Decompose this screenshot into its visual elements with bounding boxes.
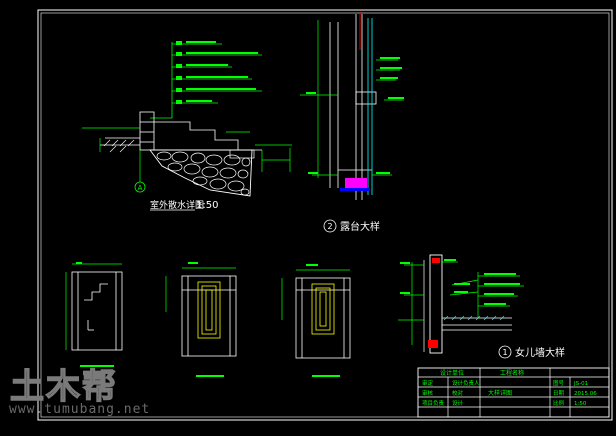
balcony-waterproof <box>345 178 367 188</box>
parapet-detail-title: 女儿墙大样 <box>515 346 565 359</box>
balcony-structure <box>329 14 377 200</box>
title-block-row-key: 项目负责 <box>422 399 445 407</box>
title-block-row-value: 设计 <box>452 399 464 407</box>
title-block-row-value: 校对 <box>452 389 464 397</box>
watermark-url: www.tumubang.net <box>9 402 151 417</box>
title-block <box>417 367 610 418</box>
apron-annotation-list <box>150 42 262 119</box>
apron-gutter <box>229 149 255 159</box>
apron-dimensions <box>82 127 292 172</box>
panel-detail-right <box>281 264 351 377</box>
axis-marker <box>134 181 146 193</box>
title-block-row-value: 设计负责人 <box>452 379 480 387</box>
title-block-project: 工程名称 <box>500 369 524 377</box>
title-block-fields: 图号 JS-01 日期 2015.06 比例 1:50 <box>553 379 597 407</box>
balcony-detail-marker <box>323 219 337 233</box>
title-block-header: 设计单位 <box>440 369 464 377</box>
parapet-detail-number: 1 <box>502 348 507 357</box>
parapet-detail: 1 女儿墙大样 <box>398 254 565 359</box>
exterior-apron-detail: A 室外散水详图 1:50 <box>82 41 292 211</box>
title-block-field-key: 比例 <box>553 399 565 407</box>
panel-detail-middle <box>165 262 237 377</box>
apron-soil-hatch <box>103 139 135 153</box>
title-block-row-key: 审定 <box>422 379 434 387</box>
exterior-detail-scale: 1:50 <box>196 200 218 211</box>
apron-annotation-marks <box>176 41 258 104</box>
sheet-outer-frame <box>37 9 613 421</box>
title-block-sheet-name: 大样详图 <box>488 389 512 397</box>
title-block-field-value: 1:50 <box>574 401 587 407</box>
title-block-field-value: JS-01 <box>573 381 588 387</box>
axis-marker-label: A <box>138 184 143 192</box>
panel-detail-left <box>65 262 123 367</box>
balcony-detail-number: 2 <box>327 222 332 231</box>
parapet-insulation <box>443 315 505 321</box>
apron-steps <box>100 121 262 151</box>
parapet-notes <box>400 259 520 305</box>
balcony-notes <box>306 57 404 174</box>
balcony-detail-title: 露台大样 <box>340 220 380 233</box>
exterior-detail-title: 室外散水详图 <box>150 199 204 211</box>
parapet-dimensions <box>398 261 524 345</box>
title-block-rows: 审定 设计负责人审核 校对项目负责设计 <box>422 379 480 407</box>
apron-rubble-fill <box>149 149 253 197</box>
balcony-railing <box>367 18 373 195</box>
parapet-wall <box>429 254 443 354</box>
title-block-field-key: 图号 <box>553 379 565 387</box>
parapet-beam <box>428 340 438 348</box>
title-block-row-key: 审核 <box>422 389 434 397</box>
balcony-dimensions <box>300 20 404 178</box>
sheet-inner-frame <box>40 12 610 418</box>
parapet-coping <box>432 258 440 263</box>
balcony-slab-edge <box>340 188 370 191</box>
title-block-field-key: 日期 <box>553 390 565 397</box>
parapet-detail-marker <box>498 345 512 359</box>
apron-wall <box>139 111 155 151</box>
balcony-detail: 2 露台大样 <box>300 12 404 233</box>
title-block-field-value: 2015.06 <box>574 391 597 397</box>
